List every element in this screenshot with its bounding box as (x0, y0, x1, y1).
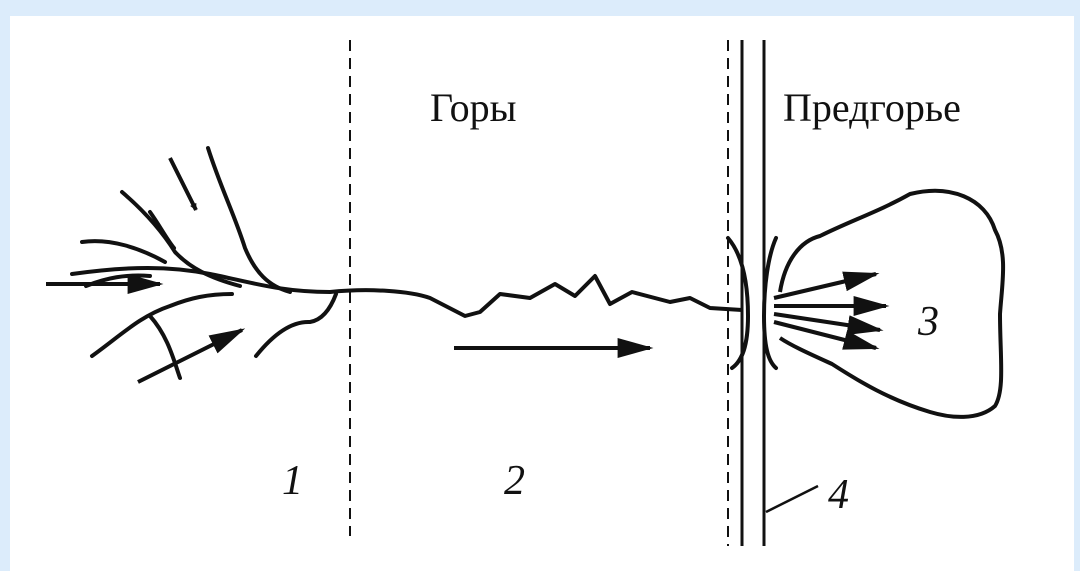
inflow-arrows (46, 157, 246, 384)
zone-label-2: 2 (504, 458, 525, 504)
branch-lower-middle (148, 314, 182, 380)
apex-left-bank (726, 236, 751, 370)
inflow-arrow-lower (137, 328, 246, 384)
branch-lower-right (254, 292, 338, 358)
fan-arrow-lower-middle (773, 312, 884, 336)
alluvial-fan-outline (778, 188, 1006, 419)
zone-label-3: 3 (918, 299, 939, 345)
branch-left-upper (80, 239, 167, 264)
diagram-drawing (46, 40, 1006, 546)
fan-arrow-lower (773, 320, 880, 350)
inflow-arrow-upper (168, 157, 198, 211)
catchment-branches (70, 146, 338, 380)
diagram-canvas: Горы Предгорье 1 2 3 4 (10, 16, 1074, 571)
region-label-foothills: Предгорье (783, 85, 961, 130)
region-label-mountains: Горы (430, 85, 517, 130)
main-channel (329, 274, 743, 318)
branch-lower-left (90, 292, 234, 358)
branch-upper-twig (148, 210, 176, 250)
apex-right-bank (761, 236, 778, 370)
branch-upper-far (120, 190, 242, 288)
fan-flow-arrows (773, 271, 890, 350)
fan-arrow-upper (773, 271, 880, 300)
zone-label-1: 1 (282, 458, 303, 504)
branch-upper-right (206, 146, 292, 294)
zone-4-leader (765, 484, 819, 514)
fan-apex (726, 236, 778, 370)
zone-label-4: 4 (828, 472, 849, 518)
